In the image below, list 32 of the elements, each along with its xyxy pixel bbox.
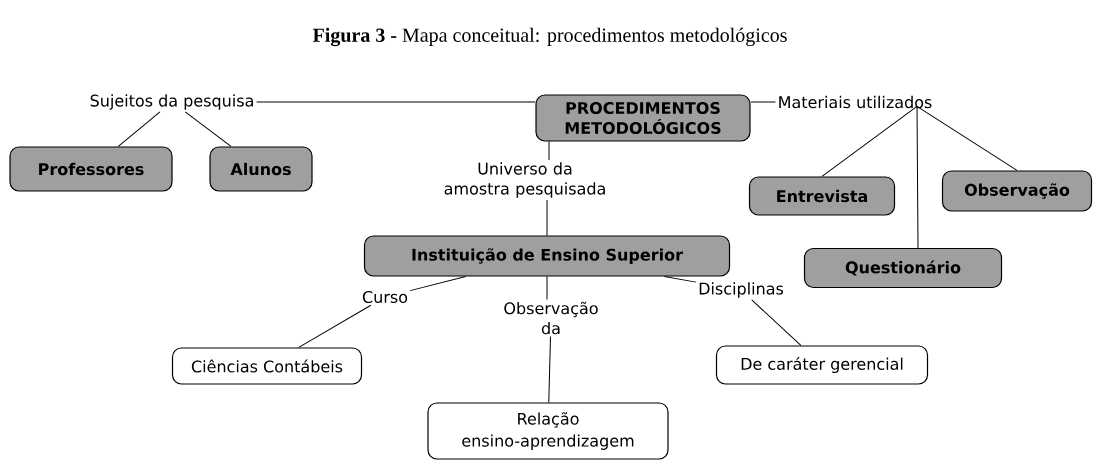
concept-box: De caráter gerencial [715,345,929,385]
concept-box: Instituição de Ensino Superior [363,235,731,277]
connector-line [548,336,551,403]
connector-line [546,276,548,300]
linking-phrase: Universo da amostra pesquisada [444,162,605,198]
title: Figura 3 - Mapa conceitual: procedimentos metodológicos [312,27,787,47]
concept-box: Professores [9,146,173,192]
linking-phrase: Observação da [504,301,598,335]
concept-box: Entrevista [748,176,896,216]
connector-line [117,111,161,147]
connector-line [546,199,548,236]
connector-line [256,101,536,103]
concept-box: Observação [941,170,1093,212]
linking-phrase: Curso [362,290,408,304]
connector-line [409,276,467,292]
connector-line [751,299,802,346]
connector-line [916,105,919,249]
linking-phrase: Sujeitos da pesquisa [90,94,253,110]
connector-line [548,141,550,161]
concept-box: Ciências Contábeis [171,347,363,385]
linking-phrase: Materiais utilizados [779,95,932,109]
concept-box: Questionário [803,247,1003,289]
connector-line [298,304,372,348]
concept-box: PROCEDIMENTOS METODOLÓGICOS [535,94,751,142]
concept-box: Relação ensino-aprendizagem [427,402,669,460]
connector-line [184,111,232,147]
connector-line [821,105,918,177]
concept-box: Alunos [209,146,313,192]
connector-line [750,101,776,103]
linking-phrase: Disciplinas [699,282,784,298]
connector-line [663,276,697,283]
connector-line [916,105,1018,171]
